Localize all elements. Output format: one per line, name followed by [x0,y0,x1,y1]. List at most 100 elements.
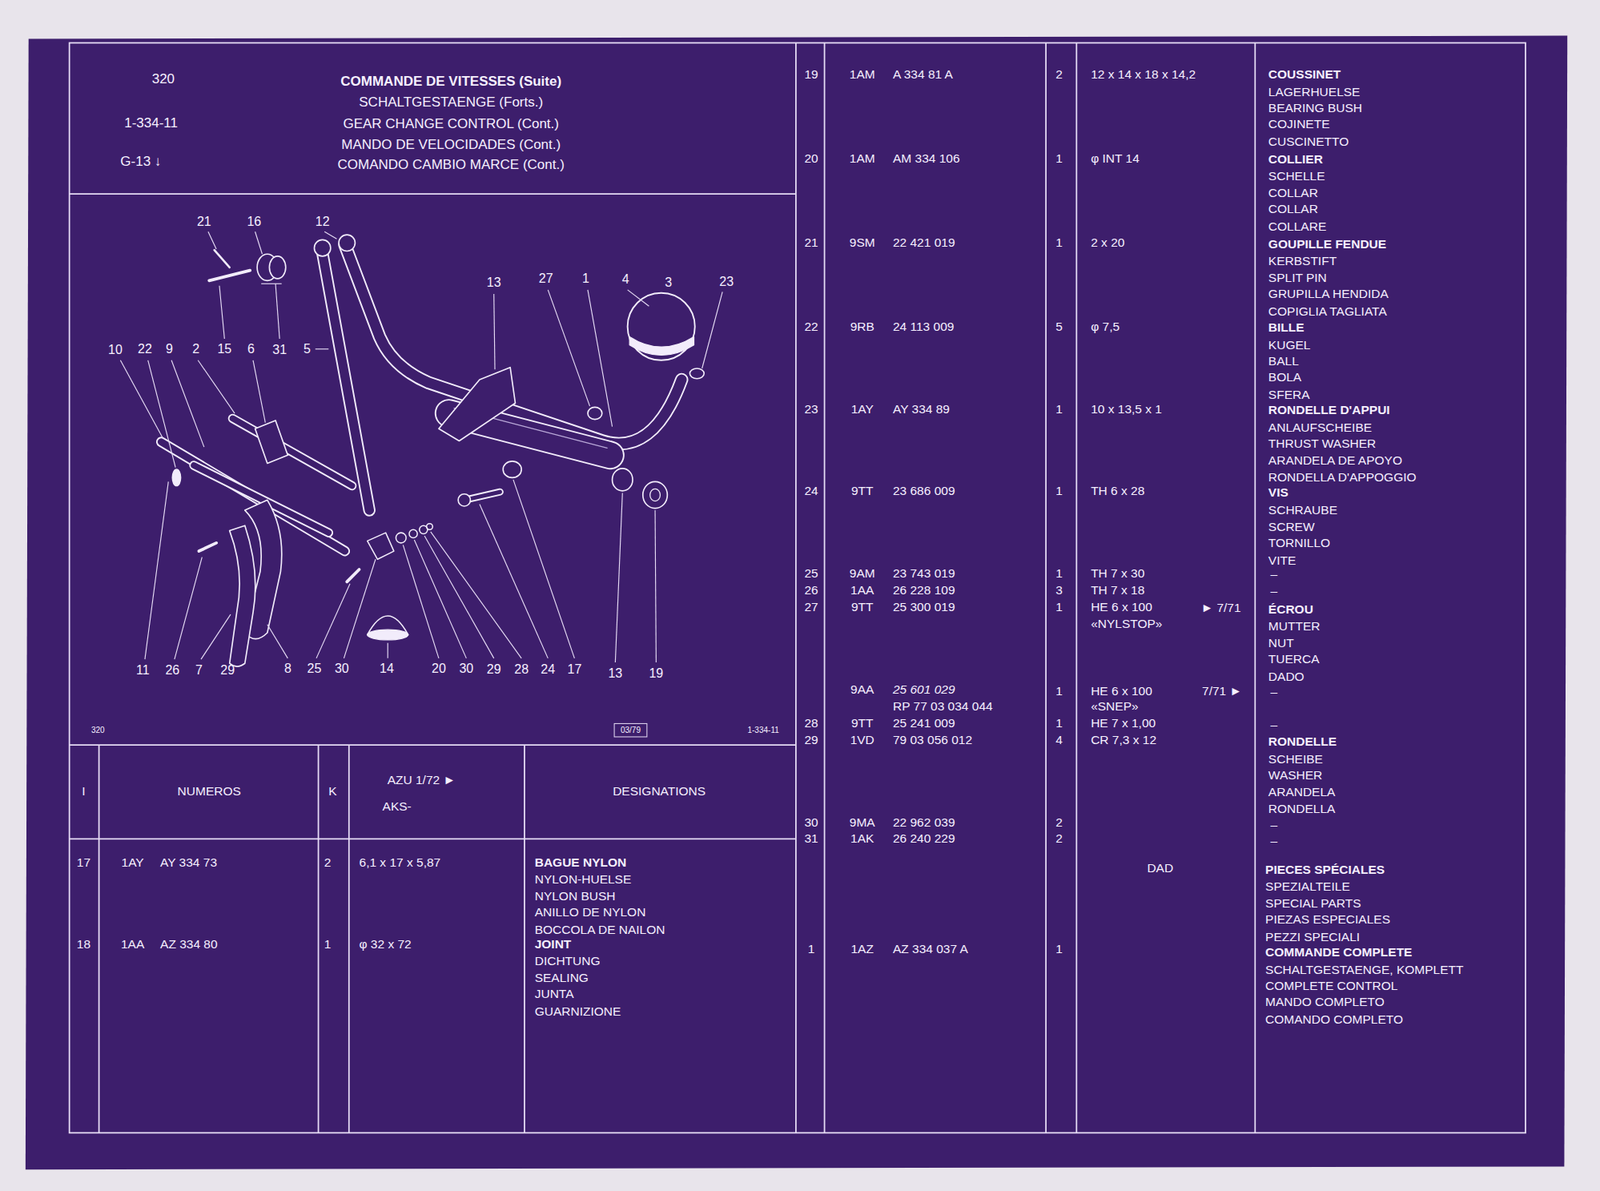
table-cell: COMPLETE CONTROL [1265,979,1398,993]
callout-number: 11 [136,663,150,677]
table-grid [69,43,1526,1134]
callout-number: 2 [192,342,200,356]
table-cell: 1 [1055,237,1063,250]
callout-number: 19 [648,667,664,680]
callout-number: 30 [334,662,350,676]
table-cell: HE 6 x 100 [1090,684,1153,698]
table-cell: ANILLO DE NYLON [534,905,647,919]
table-cell: 1AA [850,583,874,597]
table-cell: 25 [804,566,818,580]
table-cell: φ 7,5 [1090,320,1120,334]
sheet-heading: COMANDO CAMBIO MARCE (Cont.) [337,157,565,172]
table-cell: 1 [808,942,816,956]
table-cell: TUERCA [1268,652,1320,666]
table-cell: BOCCOLA DE NAILON [534,923,666,937]
callout-number: 14 [379,662,394,676]
table-cell: – [1270,834,1278,848]
table-cell: 9TT [851,600,874,614]
table-cell: 9TT [851,484,874,498]
table-cell: TORNILLO [1268,536,1331,550]
table-cell: KERBSTIFT [1268,254,1337,268]
part-designation: VIS [1268,486,1289,500]
table-cell: 1AY [121,856,145,869]
table-cell: SCHRAUBE [1268,503,1338,517]
sheet-heading: 320 [152,72,175,86]
table-cell: 6,1 x 17 x 5,87 [359,856,442,869]
table-cell: NYLON-HUELSE [534,873,632,887]
table-cell: RP 77 03 034 044 [892,699,993,713]
table-cell: – [1270,568,1278,582]
bracket [438,367,516,442]
selector-fork [229,525,256,667]
table-cell: 1 [1055,152,1063,165]
sheet-heading: SCHALTGESTAENGE (Forts.) [358,95,543,109]
table-cell: 29 [804,733,818,747]
table-cell: DICHTUNG [534,955,601,969]
table-cell: BEARING BUSH [1268,101,1363,115]
table-cell: RONDELLA D'APPOGGIO [1268,471,1417,485]
callout-number: 21 [196,215,212,229]
sheet-title: COMMANDE DE VITESSES (Suite) [340,73,562,88]
table-cell: 22 962 039 [892,816,956,829]
table-cell: ► 7/71 [1201,602,1242,616]
callout-number: 13 [607,667,623,680]
table-cell: COLLAR [1268,202,1319,216]
table-cell: 26 228 109 [892,583,956,597]
fork-block [255,420,289,464]
part-designation: RONDELLE [1268,735,1337,749]
callout-number: 1 [582,272,590,286]
exploded-view [160,234,704,667]
callout-number: 6 [247,342,255,356]
table-cell: 1AM [849,68,876,81]
callout-number: 28 [514,663,529,676]
table-cell: MUTTER [1268,620,1321,634]
table-cell: SCHEIBE [1268,752,1323,766]
table-cell: PEZZI SPECIALI [1265,930,1360,944]
table-cell: SCHELLE [1268,170,1326,184]
table-cell: SPECIAL PARTS [1265,896,1361,910]
callout-number: 12 [315,215,330,229]
table-cell: CR 7,3 x 12 [1090,733,1157,747]
table-cell: VITE [1268,554,1296,567]
table-cell: MANDO COMPLETO [1265,996,1385,1010]
table-cell: COMANDO COMPLETO [1265,1013,1404,1026]
table-cell: RONDELLA [1268,803,1336,817]
table-cell: 17 [76,856,91,869]
part-designation: COMMANDE COMPLETE [1265,945,1412,959]
table-cell: DADO [1268,670,1305,684]
table-cell: 7/71 ► [1202,684,1243,698]
table-cell: SFERA [1268,388,1311,402]
table-cell: 28 [804,717,818,731]
table-cell: AM 334 106 [892,152,961,165]
table-cell: 1 [1055,717,1063,731]
table-cell: NYLON BUSH [534,889,616,903]
table-cell: 24 [804,484,818,498]
part-designation: ÉCROU [1268,603,1314,616]
table-cell: – [1270,818,1278,832]
table-cell: BALL [1268,354,1299,368]
callout-number: 10 [108,343,123,357]
table-cell: 4 [1055,733,1063,747]
table-cell: COLLAR [1268,186,1319,200]
table-cell: 23 686 009 [892,484,956,498]
part-designation: GOUPILLE FENDUE [1268,237,1387,251]
table-cell: SCHALTGESTAENGE, KOMPLETT [1265,963,1464,977]
part-designation: JOINT [534,937,572,951]
table-cell: – [1270,685,1278,699]
table-cell: 79 03 056 012 [892,733,973,747]
table-cell: 1AZ [851,942,874,956]
callout-number: 17 [566,663,582,676]
callout-number: 8 [284,662,292,676]
table-cell: 9RB [850,320,875,334]
table-cell: THRUST WASHER [1268,438,1376,451]
table-cell: 27 [804,600,818,614]
table-cell: AZU 1/72 ► [387,773,456,787]
table-cell: 25 241 009 [892,717,956,731]
table-cell: 18 [76,937,91,951]
part-designation: PIECES SPÉCIALES [1265,863,1385,877]
table-cell: 26 240 229 [892,832,956,846]
leader-lines [120,231,723,663]
table-cell: ARANDELA [1268,785,1336,799]
table-cell: 9SM [849,237,876,250]
table-cell: 1VD [850,733,875,747]
